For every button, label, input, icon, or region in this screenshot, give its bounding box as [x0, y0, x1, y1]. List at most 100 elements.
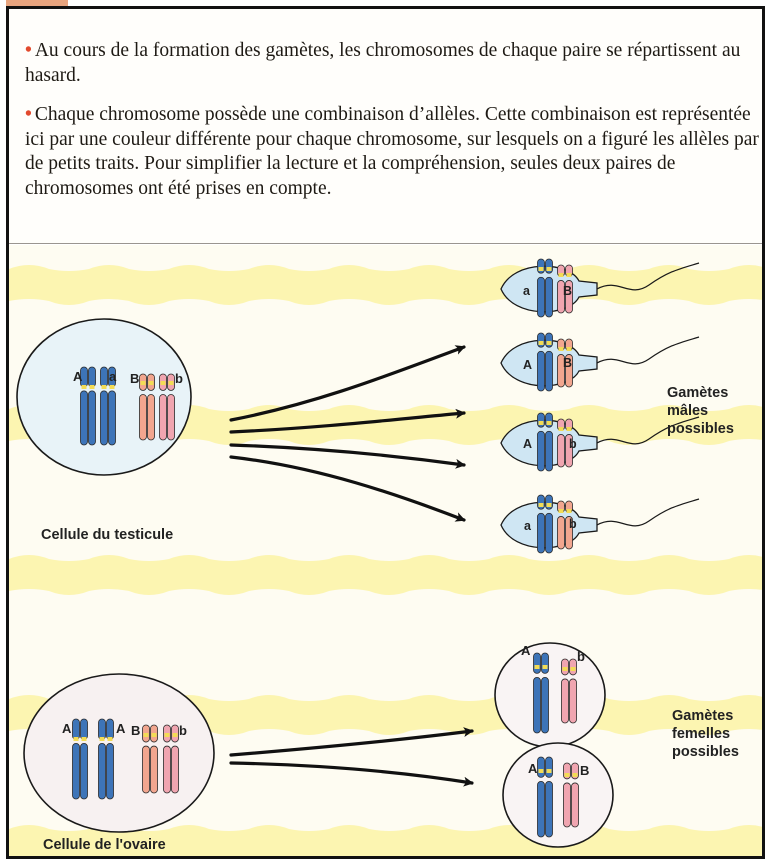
chromatid	[172, 725, 179, 793]
figure-frame: •Au cours de la formation des gamètes, l…	[6, 6, 765, 859]
chromatid-arm	[538, 513, 545, 553]
yellow-wave-band	[9, 555, 762, 595]
allele-band	[567, 509, 572, 513]
chromatid-arm	[164, 746, 171, 793]
chromatid-arm	[570, 659, 577, 675]
blue-chromosome	[546, 757, 553, 837]
blue-chromosome	[538, 333, 545, 391]
allele-band	[144, 733, 149, 737]
blue-chromosome	[542, 653, 549, 733]
chromatid-arm	[538, 351, 545, 391]
blue-chromosome	[538, 495, 545, 553]
male-gametes-label-line: mâles	[667, 403, 708, 419]
pink-chromosome	[562, 659, 569, 723]
chromatid	[148, 374, 155, 440]
chromatid-arm	[538, 757, 545, 777]
salmon-chromosome	[558, 419, 565, 467]
chromatid-arm	[172, 746, 179, 793]
allele-band	[559, 347, 564, 351]
chromatid-arm	[168, 394, 175, 440]
allele-band	[539, 503, 544, 507]
chromatid-arm	[538, 259, 545, 273]
allele-label: b	[569, 517, 577, 531]
female-gametes-label-line: possibles	[672, 744, 739, 760]
chromatid	[164, 725, 171, 793]
chromatid	[99, 719, 106, 799]
female-gamete-2-outline	[503, 743, 613, 847]
allele-band	[141, 381, 146, 385]
chromatid-arm	[73, 719, 80, 739]
allele-label: a	[524, 519, 532, 533]
allele-band	[567, 347, 572, 351]
chromatid-arm	[538, 413, 545, 427]
chromatid-arm	[558, 434, 565, 467]
allele-band	[152, 733, 157, 737]
allele-band	[74, 737, 79, 741]
allele-label: b	[569, 437, 577, 451]
allele-band	[535, 665, 540, 669]
blue-chromosome	[546, 495, 553, 553]
arrow-to-female-gamete-2	[231, 763, 472, 783]
arrow-to-female-gamete-1	[231, 731, 472, 755]
chromatid	[143, 725, 150, 793]
chromatid-arm	[542, 677, 549, 733]
allele-band	[547, 341, 552, 345]
allele-label: B	[130, 371, 139, 386]
ovary-cell-outline	[24, 674, 214, 832]
bullet-1-text: Au cours de la formation des gamètes, le…	[25, 40, 740, 86]
allele-label: B	[563, 356, 572, 370]
chromatid	[140, 374, 147, 440]
chromatid-arm	[546, 333, 553, 347]
chromatid	[81, 719, 88, 799]
chromatid-arm	[562, 679, 569, 723]
female-gamete-1-outline	[495, 643, 605, 747]
allele-label: B	[563, 284, 572, 298]
allele-band	[165, 733, 170, 737]
chromatid-arm	[538, 277, 545, 317]
allele-band	[563, 667, 568, 671]
chromatid	[73, 719, 80, 799]
allele-band	[559, 273, 564, 277]
allele-band	[173, 733, 178, 737]
allele-band	[82, 737, 87, 741]
chromatid-arm	[538, 781, 545, 837]
chromatid-arm	[107, 719, 114, 739]
chromatid	[101, 367, 108, 445]
allele-band	[539, 341, 544, 345]
allele-label: a	[109, 369, 117, 384]
chromatid-arm	[546, 495, 553, 509]
chromatid-arm	[562, 659, 569, 675]
allele-band	[573, 773, 578, 777]
chromatid-arm	[558, 516, 565, 549]
chromatid-arm	[81, 719, 88, 739]
allele-band	[539, 267, 544, 271]
allele-band	[567, 273, 572, 277]
male-gametes-label-line: possibles	[667, 421, 734, 437]
allele-label: b	[179, 723, 187, 738]
allele-band	[559, 427, 564, 431]
chromatid-arm	[572, 783, 579, 827]
chromatid-arm	[538, 431, 545, 471]
blue-chromosome	[538, 259, 545, 317]
allele-band	[571, 667, 576, 671]
chromatid-arm	[546, 431, 553, 471]
allele-label: A	[62, 721, 72, 736]
chromatid-arm	[546, 413, 553, 427]
blue-chromosome	[546, 413, 553, 471]
chromatid-arm	[99, 719, 106, 739]
allele-label: A	[521, 643, 531, 658]
sperm-tail	[597, 499, 699, 526]
allele-label: A	[528, 761, 538, 776]
allele-band	[90, 385, 95, 389]
allele-band	[565, 773, 570, 777]
chromatid	[160, 374, 167, 440]
allele-band	[539, 421, 544, 425]
pink-chromosome	[572, 763, 579, 827]
female-gametes-label: Gamètes femelles possibles	[672, 708, 739, 760]
allele-band	[108, 737, 113, 741]
bullet-2-text: Chaque chromosome possède une combinaiso…	[25, 104, 759, 199]
testis-cell-label: Cellule du testicule	[41, 527, 173, 543]
blue-chromosome	[538, 413, 545, 471]
chromatid	[89, 367, 96, 445]
chromatid-arm	[538, 333, 545, 347]
